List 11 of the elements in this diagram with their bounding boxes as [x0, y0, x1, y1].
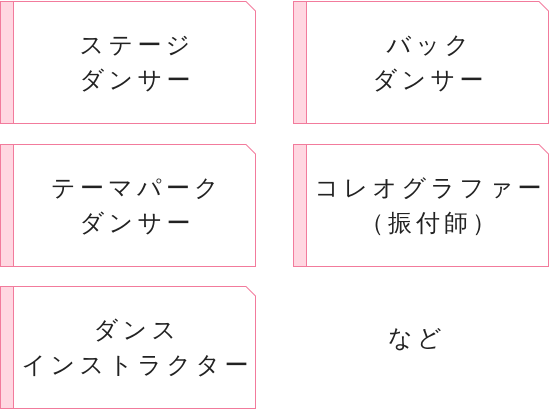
category-card: [293, 1, 549, 124]
category-card: [0, 286, 256, 409]
card-title: コレオグラファー（振付師）: [314, 172, 546, 238]
card-title: ダンスインストラクター: [20, 314, 252, 380]
category-card: [293, 144, 549, 267]
card-title: テーマパークダンサー: [50, 172, 223, 238]
card-title: ステージダンサー: [78, 30, 194, 96]
card-title: バックダンサー: [372, 30, 488, 96]
category-card: [0, 144, 256, 267]
category-card: [0, 1, 256, 124]
note-text: など: [387, 322, 446, 354]
